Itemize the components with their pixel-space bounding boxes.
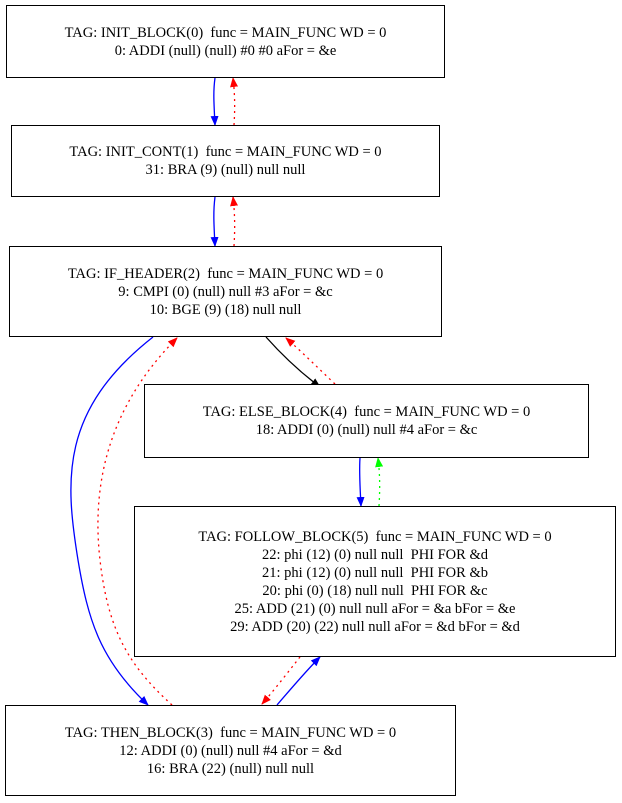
edge-else-block-to-if-header <box>285 337 336 385</box>
node-line: 10: BGE (9) (18) null null <box>149 301 302 318</box>
node-line: TAG: INIT_CONT(1) func = MAIN_FUNC WD = … <box>69 144 382 160</box>
edge-if-header-to-then-block <box>70 336 154 706</box>
node-line: TAG: FOLLOW_BLOCK(5) func = MAIN_FUNC WD… <box>198 528 552 545</box>
node-else-block: TAG: ELSE_BLOCK(4) func = MAIN_FUNC WD =… <box>144 384 589 458</box>
node-init-cont: TAG: INIT_CONT(1) func = MAIN_FUNC WD = … <box>11 125 440 197</box>
edge-follow-block-to-else-block <box>375 457 384 507</box>
node-line: 22: phi (12) (0) null null PHI FOR &d <box>262 546 488 563</box>
node-line: TAG: THEN_BLOCK(3) func = MAIN_FUNC WD =… <box>64 724 397 741</box>
node-if-header: TAG: IF_HEADER(2) func = MAIN_FUNC WD = … <box>9 246 442 337</box>
node-line: 18: ADDI (0) (null) null #4 aFor = &c <box>255 422 478 438</box>
edge-if-header-to-else-block <box>265 336 321 388</box>
node-line: 25: ADD (21) (0) null null aFor = &a bFo… <box>234 600 516 617</box>
edge-follow-block-to-then-block <box>261 656 301 705</box>
edge-init-block-to-init-cont <box>210 77 219 126</box>
node-follow-block: TAG: FOLLOW_BLOCK(5) func = MAIN_FUNC WD… <box>134 506 616 657</box>
edge-if-header-to-init-cont <box>230 196 239 247</box>
edge-then-block-to-follow-block <box>276 656 321 706</box>
node-line: 29: ADD (20) (22) null null aFor = &d bF… <box>230 618 520 635</box>
node-line: TAG: INIT_BLOCK(0) func = MAIN_FUNC WD =… <box>64 24 387 41</box>
node-line: 31: BRA (9) (null) null null <box>145 162 306 178</box>
node-line: TAG: IF_HEADER(2) func = MAIN_FUNC WD = … <box>67 265 384 282</box>
node-line: 9: CMPI (0) (null) null #3 aFor = &c <box>118 283 333 300</box>
edge-else-block-to-follow-block <box>356 457 365 507</box>
node-line: 20: phi (0) (18) null null PHI FOR &c <box>262 582 488 599</box>
node-then-block: TAG: THEN_BLOCK(3) func = MAIN_FUNC WD =… <box>5 705 456 796</box>
node-line: 0: ADDI (null) (null) #0 #0 aFor = &e <box>114 42 337 59</box>
node-line: 12: ADDI (0) (null) null #4 aFor = &d <box>119 742 342 759</box>
edge-init-cont-to-if-header <box>210 196 219 247</box>
node-line: 21: phi (12) (0) null null PHI FOR &b <box>262 564 488 581</box>
node-line: TAG: ELSE_BLOCK(4) func = MAIN_FUNC WD =… <box>202 404 531 420</box>
edge-init-cont-to-init-block <box>230 77 239 126</box>
node-line: 16: BRA (22) (null) null null <box>146 760 315 777</box>
node-init-block: TAG: INIT_BLOCK(0) func = MAIN_FUNC WD =… <box>6 5 445 78</box>
